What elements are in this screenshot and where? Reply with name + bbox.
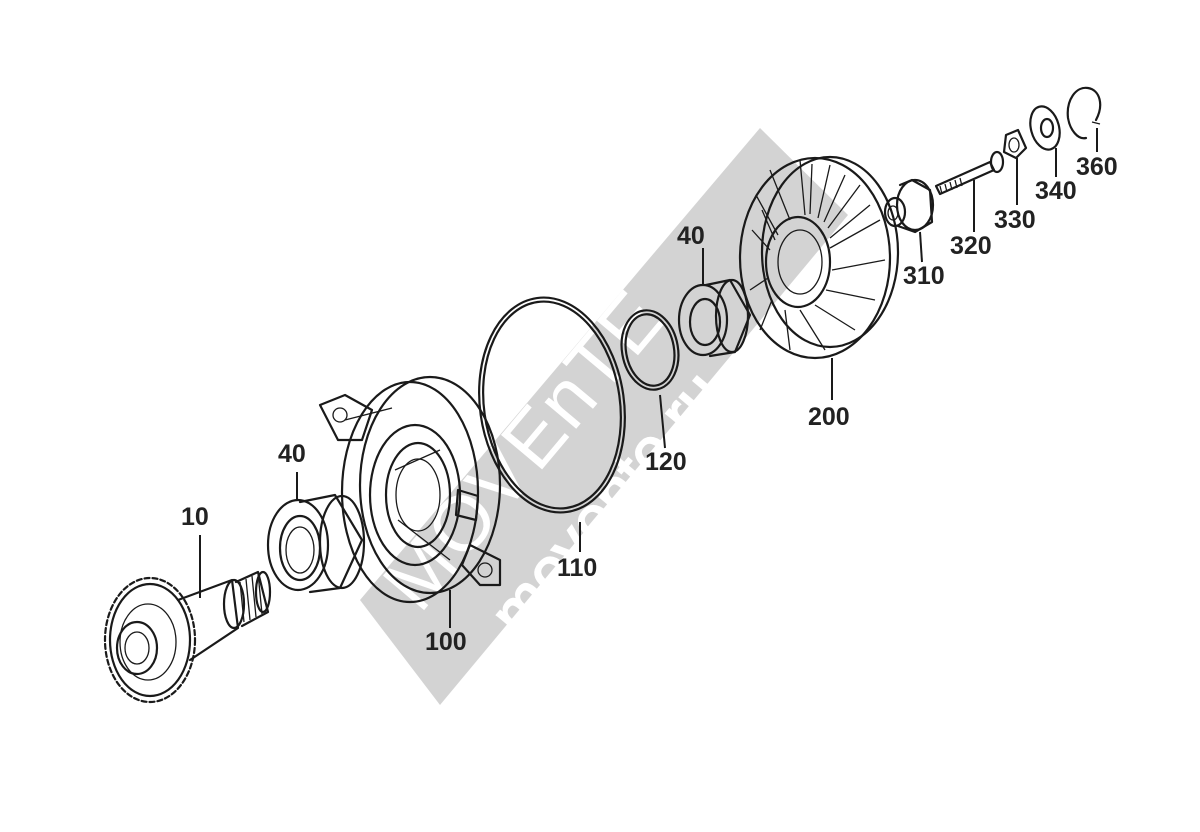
label-310: 310 [903, 262, 945, 290]
part-330-lock-washer [1002, 128, 1028, 160]
part-320-bolt [934, 150, 1005, 196]
label-40-upper: 40 [677, 222, 705, 250]
part-10-gear-shaft [103, 570, 272, 704]
part-360-circlip [1066, 86, 1102, 140]
label-200: 200 [808, 403, 850, 431]
part-120-o-ring-small [620, 309, 680, 391]
label-120: 120 [645, 448, 687, 476]
label-10: 10 [181, 503, 209, 531]
label-330: 330 [994, 206, 1036, 234]
leader-lines [199, 128, 1098, 628]
watermark: MOVEnTE movente.ru [360, 128, 848, 705]
part-310-hub [883, 178, 935, 234]
part-340-washer [1029, 105, 1061, 151]
part-100-housing [318, 375, 502, 604]
label-340: 340 [1035, 177, 1077, 205]
label-360: 360 [1076, 153, 1118, 181]
watermark-band [360, 128, 848, 705]
part-110-o-ring-large [478, 296, 626, 514]
label-320: 320 [950, 232, 992, 260]
part-200-impeller-cover [738, 155, 900, 360]
label-110: 110 [557, 554, 597, 582]
label-100: 100 [425, 628, 467, 656]
part-labels: 10 40 100 110 120 40 200 310 320 330 340… [181, 153, 1118, 656]
label-40-lower: 40 [278, 440, 306, 468]
